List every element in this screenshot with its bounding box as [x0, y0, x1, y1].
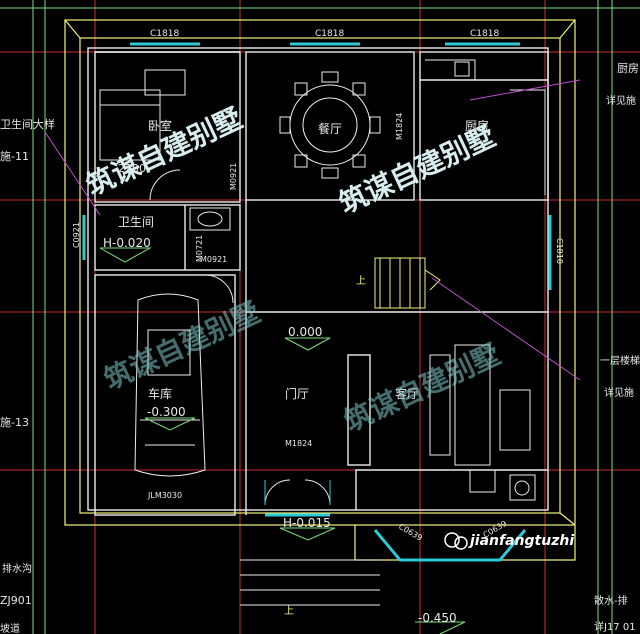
tag-window-top-left: C1818 [150, 29, 179, 39]
watermark-1: 筑谋自建别墅 [81, 101, 247, 202]
brand-logo [444, 532, 468, 550]
sofa-set [429, 344, 536, 501]
note-apron-code: 详J17 01 [594, 620, 636, 633]
note-slope: 坡道 [0, 622, 20, 634]
windows [82, 42, 552, 562]
tag-door-dining-kitchen: M1824 [395, 113, 404, 140]
label-living: 客厅 [395, 386, 419, 401]
interior-walls [87, 47, 549, 516]
tag-garage-door: JLM3030 [147, 491, 182, 500]
label-bedroom: 卧室 [148, 118, 172, 133]
label-dining: 餐厅 [318, 121, 342, 136]
note-apron: 散水-排 [594, 594, 628, 607]
brand-text: jianfangtuzhi [468, 533, 574, 549]
stairs [374, 257, 441, 309]
tag-door-bath-top: M0921 [200, 255, 227, 264]
outer-wall [64, 19, 576, 561]
kitchen-counter [425, 59, 546, 195]
note-bath-detail: 卫生间大样 [0, 117, 55, 131]
label-bathroom: 卫生间 [118, 215, 154, 229]
dim-2200: 2200 [118, 162, 146, 175]
tag-front-door: M1824 [285, 439, 312, 448]
bed [99, 69, 186, 161]
leader-lines [44, 79, 581, 381]
label-kitchen: 厨房 [465, 118, 489, 133]
elev-bathroom: H-0.020 [103, 236, 151, 250]
tag-door-dining-side: M0921 [229, 163, 238, 190]
note-code-11: 施-11 [0, 150, 29, 163]
elev-entrance: H-0.015 [283, 516, 331, 530]
elev-garage: -0.300 [147, 405, 186, 419]
note-detail-right: 详见施 [606, 94, 636, 107]
dining-table [279, 71, 381, 179]
elev-foyer: 0.000 [288, 325, 322, 339]
front-steps [240, 559, 380, 606]
elev-outdoor: -0.450 [418, 611, 457, 625]
elevation-markers [99, 247, 466, 634]
bath-fixtures [189, 207, 231, 231]
watermark-2: 筑谋自建别墅 [334, 119, 500, 220]
note-stair: 一层楼梯 [600, 354, 640, 367]
note-drain-code: ZJ901 [0, 594, 32, 607]
note-kitchen-right: 厨房 [617, 62, 639, 75]
stair-up-label-bottom: 上 [284, 605, 294, 617]
tag-door-bath-side: M0721 [195, 235, 204, 262]
label-garage: 车库 [148, 386, 172, 401]
note-stair-detail: 详见施 [604, 386, 634, 399]
tag-window-right: C1818 [555, 238, 564, 264]
doors [149, 169, 331, 506]
note-drain: 排水沟 [2, 562, 32, 575]
tag-window-bath: C0921 [72, 222, 81, 248]
label-foyer: 门厅 [285, 386, 309, 401]
stair-up-label: 上 [356, 275, 366, 287]
note-code-13: 施-13 [0, 416, 29, 429]
tag-window-top-right: C1818 [470, 29, 499, 39]
tag-window-top-mid: C1818 [315, 29, 344, 39]
watermark-4: 筑谋自建别墅 [339, 337, 505, 438]
